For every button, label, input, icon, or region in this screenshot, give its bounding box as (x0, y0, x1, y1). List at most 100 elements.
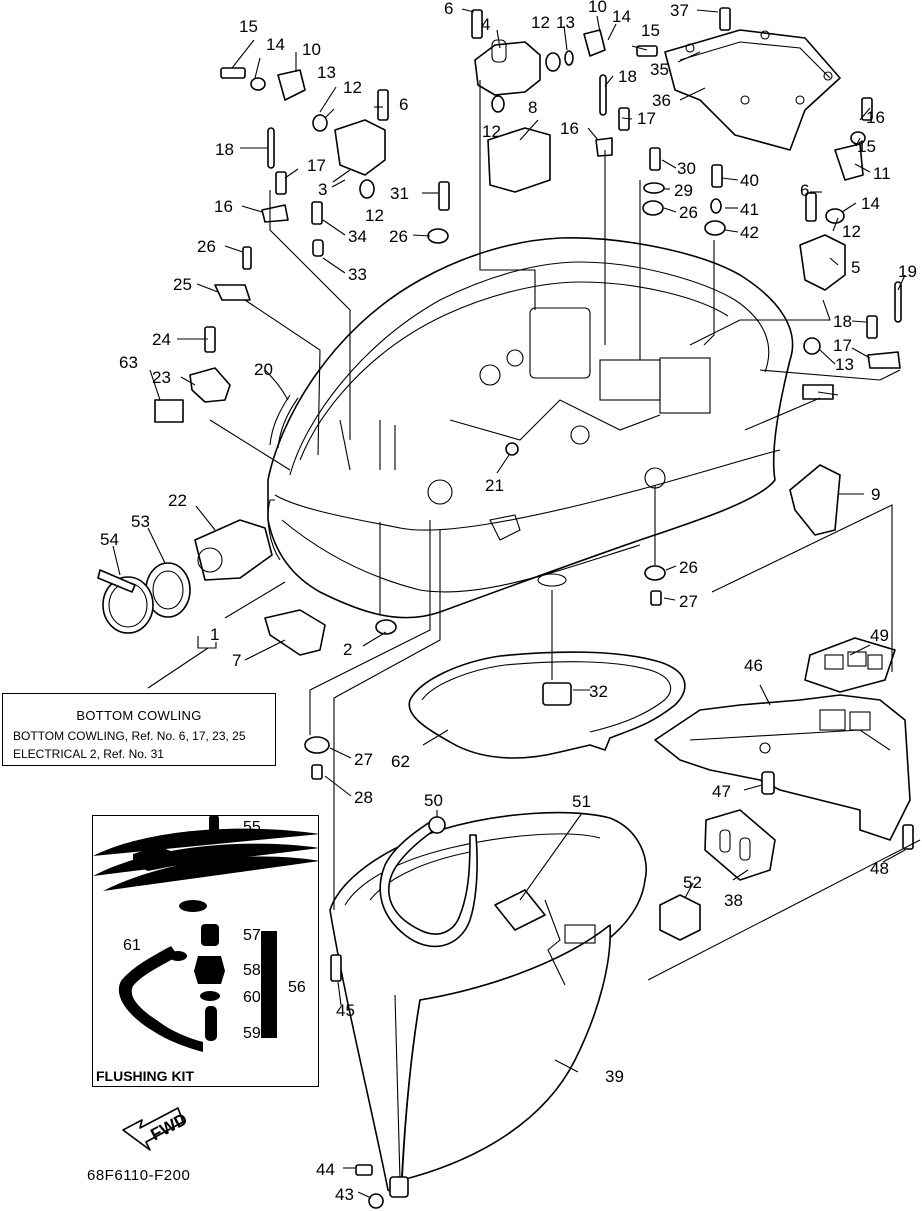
callout: 6 (399, 95, 408, 114)
callout: 26 (197, 237, 216, 256)
callout: 1 (210, 625, 219, 644)
callout: 17 (637, 109, 656, 128)
callout: 25 (173, 275, 192, 294)
callout: 36 (652, 91, 671, 110)
callout: 14 (612, 7, 631, 26)
callout: 27 (354, 750, 373, 769)
callout: 41 (740, 200, 759, 219)
callout: 9 (871, 485, 880, 504)
callout: 61 (123, 937, 141, 954)
callout: 45 (336, 1001, 355, 1020)
callout: 21 (485, 476, 504, 495)
callout: 40 (740, 171, 759, 190)
lever-9 (789, 464, 841, 536)
callout: 46 (744, 656, 763, 675)
cover-8 (487, 127, 551, 193)
callout: 18 (618, 67, 637, 86)
callout: 18 (833, 312, 852, 331)
callout: 22 (168, 491, 187, 510)
callout: 32 (589, 682, 608, 701)
callout: 23 (152, 368, 171, 387)
callout: 26 (679, 558, 698, 577)
callout: 31 (390, 184, 409, 203)
boot-52 (145, 562, 191, 618)
callout: 59 (243, 1025, 261, 1042)
callout: 52 (683, 873, 702, 892)
flushing-kit-label: FLUSHING KIT (96, 1068, 194, 1084)
callout: 20 (254, 360, 273, 379)
small-parts (154, 7, 914, 1209)
callout: 11 (873, 164, 891, 183)
reference-note-line: ELECTRICAL 2, Ref. No. 31 (13, 747, 164, 761)
flushing-kit-drawing: 55 56 57 58 59 60 61 (93, 816, 318, 1052)
callout: 15 (239, 17, 258, 36)
callout: 30 (677, 159, 696, 178)
lower-apron (329, 811, 647, 1193)
callout: 33 (348, 265, 367, 284)
callout: 13 (317, 63, 336, 82)
callout: 48 (870, 859, 889, 878)
reference-note-title: BOTTOM COWLING (76, 708, 202, 723)
callout: 10 (588, 0, 607, 16)
bracket-45 (654, 694, 911, 841)
latch-5 (799, 234, 846, 291)
callout: 3 (318, 180, 327, 199)
callout: 4 (481, 15, 490, 34)
callout: 17 (833, 336, 852, 355)
flushing-kit-inset: 55 56 57 58 59 60 61 FLUSHING KIT (92, 815, 319, 1087)
gasket-48 (804, 637, 896, 693)
callout: 18 (215, 140, 234, 159)
callout: 42 (740, 223, 759, 242)
callout: 8 (528, 98, 537, 117)
callout: 15 (857, 137, 876, 156)
callout: 12 (482, 122, 501, 141)
callout: 43 (335, 1185, 354, 1204)
callout: 10 (302, 40, 321, 59)
callout: 12 (365, 206, 384, 225)
reference-note-line: BOTTOM COWLING, Ref. No. 6, 17, 23, 25 (13, 729, 246, 743)
callout: 38 (724, 891, 743, 910)
lever-7 (264, 609, 326, 656)
callout: 60 (243, 989, 261, 1006)
callout: 26 (389, 227, 408, 246)
callout: 28 (354, 788, 373, 807)
callout: 14 (266, 35, 285, 54)
callout: 19 (898, 262, 917, 281)
callout: 63 (119, 353, 138, 372)
callout: 47 (712, 782, 731, 801)
callout: 57 (243, 927, 261, 944)
callout: 6 (800, 181, 809, 200)
plate-34 (664, 29, 841, 151)
callout: 12 (343, 78, 362, 97)
connector-21 (194, 519, 273, 581)
clamp-53 (97, 569, 154, 634)
callout: 5 (851, 258, 860, 277)
leader-lines (112, 8, 921, 1199)
hook-22 (189, 367, 231, 403)
diagram-code: 68F6110-F200 (87, 1167, 191, 1184)
callout: 16 (214, 197, 233, 216)
callout: 7 (232, 651, 241, 670)
callout: 6 (444, 0, 453, 18)
reference-note-box: BOTTOM COWLING BOTTOM COWLING, Ref. No. … (2, 693, 276, 766)
bottom-cowling (267, 237, 794, 619)
callout: 37 (670, 1, 689, 20)
callout: 12 (531, 13, 550, 32)
callout: 13 (835, 355, 854, 374)
mount-4 (474, 39, 541, 96)
callout: 27 (679, 592, 698, 611)
callout: 50 (424, 791, 443, 810)
callout: 53 (131, 512, 150, 531)
callout: 2 (343, 640, 352, 659)
callout: 16 (560, 119, 579, 138)
callout: 29 (674, 181, 693, 200)
callout: 24 (152, 330, 171, 349)
callout: 49 (870, 626, 889, 645)
fwd-arrow-icon: FWD (122, 1107, 191, 1151)
callout: 56 (288, 979, 306, 996)
damper-37 (704, 809, 776, 881)
callout: 26 (679, 203, 698, 222)
callout: 58 (243, 962, 261, 979)
callout: 17 (307, 156, 326, 175)
